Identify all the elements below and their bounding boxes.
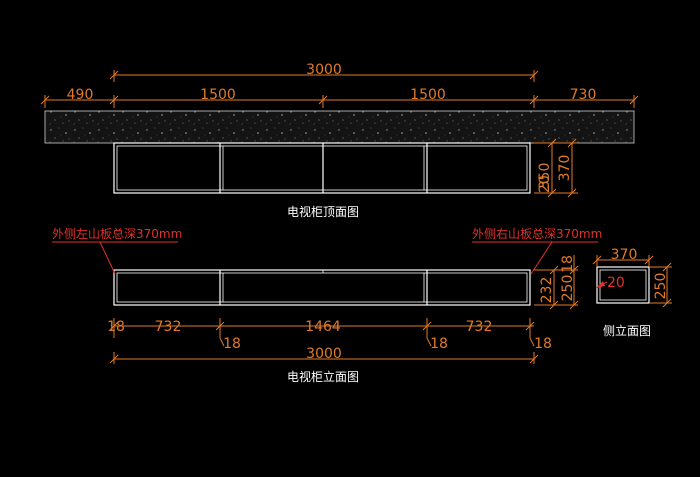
front-cabinet-body [113,269,531,306]
dim-side-depth-label: 370 [611,247,638,263]
dim-front-seg1-label: 732 [155,319,182,335]
side-view: 370 250 20 侧立面图 [592,247,672,338]
dim-front-height-232-label: 232 [539,277,555,304]
dim-side-height-label: 250 [653,273,669,300]
dim-side-height: 250 [649,262,672,308]
front-note-right: 外侧右山板总深370mm [472,226,602,275]
dim-side-inset-label: 20 [607,275,625,291]
dim-front-seg3-label: 732 [466,319,493,335]
dim-top-left-half-label: 1500 [200,87,236,103]
dim-front-panel-left-label: 18 [107,319,125,335]
dim-front-height: 232 250 18 [534,255,579,310]
dim-top-segments: 490 1500 1500 730 [40,87,639,108]
dim-front-panel-right-label: 18 [534,336,552,352]
side-view-title: 侧立面图 [603,323,651,338]
dim-front-panel-a-label: 18 [223,336,241,352]
dim-front-seg2-label: 1464 [305,319,341,335]
dim-front-total-label: 3000 [306,346,342,362]
dim-top-depth-20-label: 20 [537,175,553,193]
top-view-title: 电视柜顶面图 [287,204,359,219]
side-cabinet-body [596,266,650,304]
front-view-title: 电视柜立面图 [287,369,359,384]
dim-front-height-250-label: 250 [560,275,576,302]
top-view: 3000 490 1500 1500 730 [40,62,639,219]
dim-top-left-offset-label: 490 [67,87,94,103]
dim-top-depth-370-label: 370 [557,155,573,182]
front-note-left: 外侧左山板总深370mm [52,226,182,275]
dim-side-depth: 370 [592,247,654,267]
top-cabinet-body [113,142,531,194]
dim-side-inset: 20 [595,275,625,291]
dim-top-right-half-label: 1500 [410,87,446,103]
dim-top-total-label: 3000 [306,62,342,78]
front-note-right-text: 外侧右山板总深370mm [472,226,602,241]
dim-front-segments: 18 732 18 1464 18 732 18 [107,318,552,352]
dim-top-total: 3000 [109,62,539,82]
dim-front-panel-b-label: 18 [430,336,448,352]
front-view: 外侧左山板总深370mm 外侧右山板总深370mm 18 732 18 [52,226,602,384]
countertop-slab [44,110,635,144]
front-note-left-text: 外侧左山板总深370mm [52,226,182,241]
dim-front-total: 3000 [109,346,539,364]
dim-top-depth: 20 350 370 [534,138,578,198]
dim-top-depth-350-label: 350 [537,163,553,190]
dim-top-right-offset-label: 730 [570,87,597,103]
dim-front-top-18-label: 18 [560,255,576,273]
